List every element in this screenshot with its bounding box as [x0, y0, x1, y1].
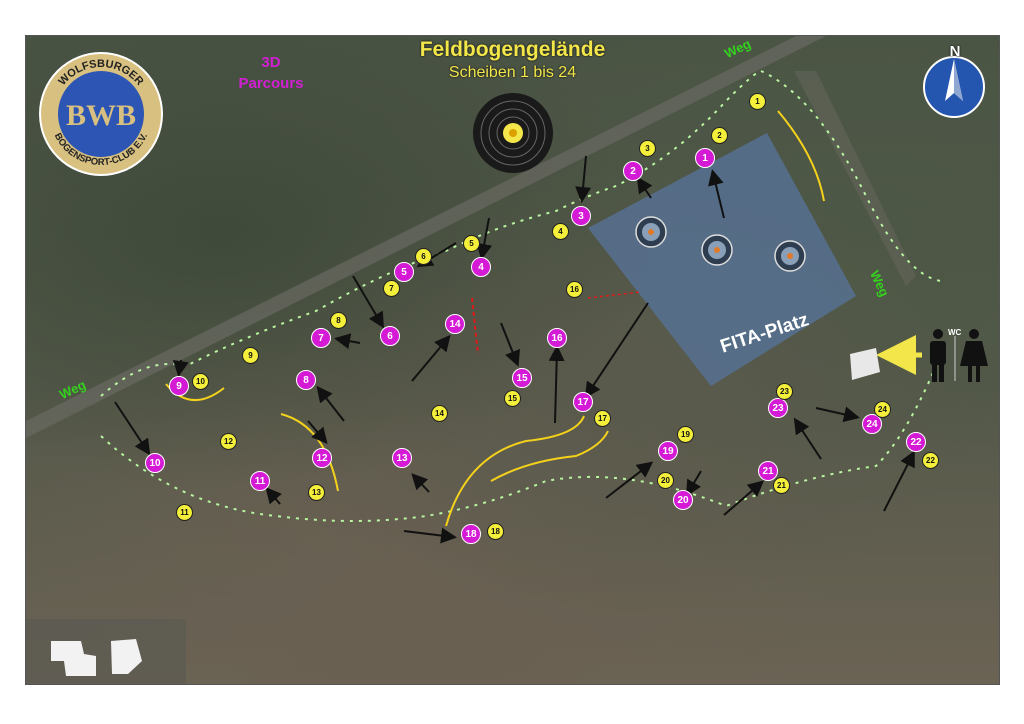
- target-marker[interactable]: 7: [383, 280, 400, 297]
- boundary-dashed: [100, 365, 937, 522]
- station-3d[interactable]: 15: [512, 368, 532, 388]
- station-3d[interactable]: 19: [658, 441, 678, 461]
- station-3d[interactable]: 18: [461, 524, 481, 544]
- target-marker[interactable]: 20: [657, 472, 674, 489]
- station-3d[interactable]: 23: [768, 398, 788, 418]
- target-marker[interactable]: 16: [566, 281, 583, 298]
- target-marker[interactable]: 12: [220, 433, 237, 450]
- target-marker[interactable]: 15: [504, 390, 521, 407]
- target-marker[interactable]: 24: [874, 401, 891, 418]
- station-3d[interactable]: 6: [380, 326, 400, 346]
- station-3d[interactable]: 7: [311, 328, 331, 348]
- station-3d[interactable]: 24: [862, 414, 882, 434]
- target-marker[interactable]: 8: [330, 312, 347, 329]
- wc-label: WC: [948, 328, 962, 337]
- station-3d[interactable]: 13: [392, 448, 412, 468]
- trail-path: [490, 430, 609, 482]
- club-logo-icon: WOLFSBURGER BOGENSPORT-CLUB E.V. BWB: [38, 51, 164, 177]
- station-3d[interactable]: 3: [571, 206, 591, 226]
- shooting-line: [471, 297, 479, 355]
- road-weg: [26, 36, 826, 438]
- fita-target: [701, 234, 733, 266]
- wc-building: [850, 348, 880, 380]
- target-marker[interactable]: 2: [711, 127, 728, 144]
- target-marker[interactable]: 9: [242, 347, 259, 364]
- target-marker[interactable]: 3: [639, 140, 656, 157]
- station-3d[interactable]: 5: [394, 262, 414, 282]
- station-3d[interactable]: 16: [547, 328, 567, 348]
- wc-man-icon: [930, 329, 946, 382]
- station-3d[interactable]: 2: [623, 161, 643, 181]
- station-3d[interactable]: 9: [169, 376, 189, 396]
- building: [111, 639, 142, 674]
- target-icon: [473, 93, 553, 173]
- boundary-dashed: [760, 70, 942, 282]
- station-3d[interactable]: 10: [145, 453, 165, 473]
- building-area: [26, 619, 186, 684]
- station-3d[interactable]: 14: [445, 314, 465, 334]
- logo-monogram: BWB: [66, 99, 136, 132]
- trail-path: [445, 415, 585, 527]
- wc-woman-icon: [960, 329, 988, 382]
- target-marker[interactable]: 13: [308, 484, 325, 501]
- target-marker[interactable]: 5: [463, 235, 480, 252]
- target-marker[interactable]: 22: [922, 452, 939, 469]
- target-marker[interactable]: 4: [552, 223, 569, 240]
- station-3d[interactable]: 4: [471, 257, 491, 277]
- north-arrow-icon: [923, 56, 985, 118]
- station-3d[interactable]: 1: [695, 148, 715, 168]
- aerial-map: WOLFSBURGER BOGENSPORT-CLUB E.V. BWB Fel…: [25, 35, 1000, 685]
- target-marker[interactable]: 10: [192, 373, 209, 390]
- target-marker[interactable]: 6: [415, 248, 432, 265]
- station-3d[interactable]: 11: [250, 471, 270, 491]
- station-3d[interactable]: 21: [758, 461, 778, 481]
- map-subtitle: Scheiben 1 bis 24: [448, 64, 577, 81]
- map-title: Feldbogengelände: [419, 38, 606, 61]
- fita-target: [774, 240, 806, 272]
- map-overlay: [26, 36, 988, 684]
- target-marker[interactable]: 21: [773, 477, 790, 494]
- station-3d[interactable]: 17: [573, 392, 593, 412]
- shooting-line: [587, 291, 641, 299]
- north-label: N: [949, 43, 961, 60]
- trail-path: [777, 110, 825, 202]
- arrow-icon: [114, 155, 915, 544]
- target-marker[interactable]: 14: [431, 405, 448, 422]
- station-3d[interactable]: 8: [296, 370, 316, 390]
- building: [51, 641, 96, 676]
- station-3d[interactable]: 20: [673, 490, 693, 510]
- fita-target: [635, 216, 667, 248]
- target-marker[interactable]: 1: [749, 93, 766, 110]
- station-3d[interactable]: 12: [312, 448, 332, 468]
- station-3d[interactable]: 22: [906, 432, 926, 452]
- target-marker[interactable]: 23: [776, 383, 793, 400]
- parcours-label: 3D Parcours: [238, 54, 304, 92]
- target-marker[interactable]: 19: [677, 426, 694, 443]
- target-marker[interactable]: 18: [487, 523, 504, 540]
- target-marker[interactable]: 11: [176, 504, 193, 521]
- target-marker[interactable]: 17: [594, 410, 611, 427]
